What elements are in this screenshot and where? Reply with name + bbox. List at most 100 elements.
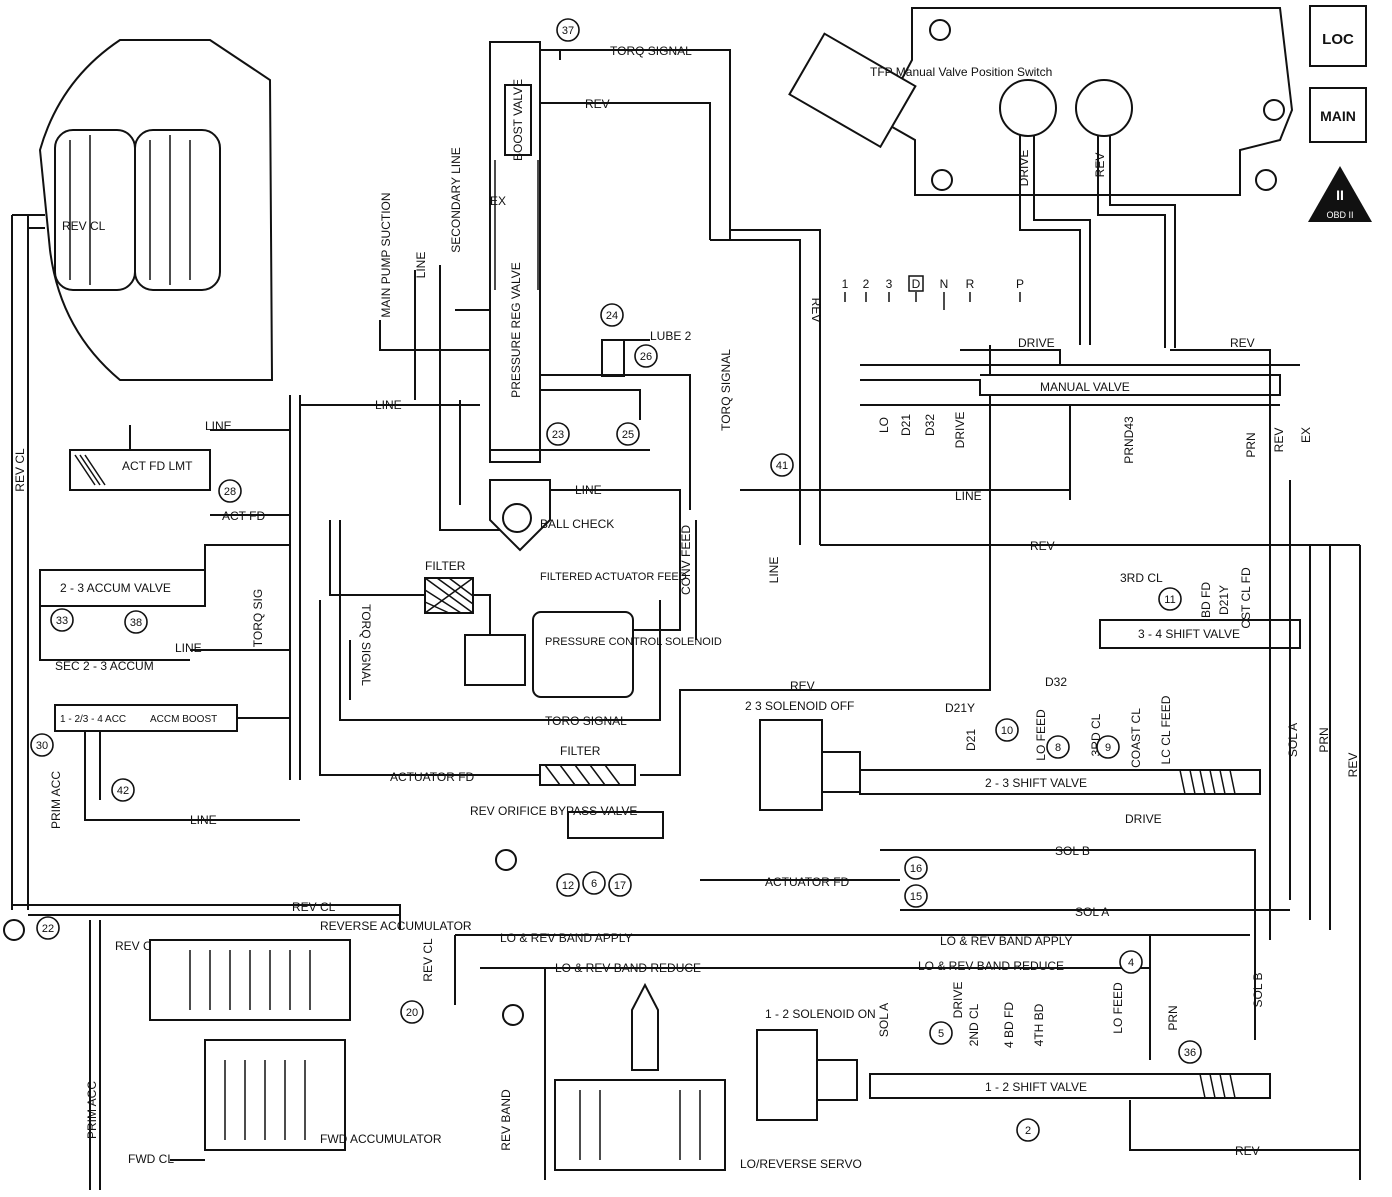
accum-23-valve: 2 - 3 ACCUM VALVE	[39, 569, 206, 607]
tfp-rev-label: REV	[1093, 153, 1107, 178]
rev-manual-label: REV	[1230, 336, 1255, 350]
c28: 28	[218, 479, 242, 503]
prn-manual-label: PRN	[1244, 432, 1258, 457]
pos-p: P	[1016, 277, 1024, 291]
d21-manual-label: D21	[899, 414, 913, 436]
prim-acc-lower-label: PRIM ACC	[85, 1081, 99, 1139]
c5: 5	[929, 1021, 953, 1045]
c30-label: 30	[36, 740, 48, 752]
c16-label: 16	[910, 863, 922, 875]
sol-a-mid-label: SOL A	[1075, 905, 1109, 919]
line-right-label: LINE	[955, 489, 982, 503]
lo-rev-reduce-right-label: LO & REV BAND REDUCE	[918, 959, 1064, 973]
c37-label: 37	[562, 25, 574, 37]
line-vertical-label: LINE	[414, 252, 428, 279]
secondary-line-label: SECONDARY LINE	[449, 147, 463, 253]
torq-signal-vertical-label: TORQ SIGNAL	[719, 349, 733, 431]
drive-12-label: DRIVE	[951, 982, 965, 1019]
d32-label: D32	[1045, 675, 1067, 689]
c6: 6	[582, 871, 606, 895]
d32-manual-label: D32	[923, 414, 937, 436]
ex-manual-label: EX	[1299, 427, 1313, 443]
c38: 38	[124, 610, 148, 634]
c41-label: 41	[776, 460, 788, 472]
c20-label: 20	[406, 1007, 418, 1019]
ex-boost-label: EX	[490, 194, 506, 208]
rev-cl-drum-label: REV CL	[62, 219, 106, 233]
c22: 22	[36, 916, 60, 940]
line-vert-right-label: LINE	[767, 557, 781, 584]
sol-a-right-label: SOL A	[1286, 723, 1300, 757]
solenoid-12-label: 1 - 2 SOLENOID ON	[765, 1007, 876, 1021]
prim-acc-label: PRIM ACC	[49, 771, 63, 829]
d21y-34-label: D21Y	[1217, 585, 1231, 615]
toro-signal-label: TORO SIGNAL	[545, 714, 627, 728]
line-accum-label: LINE	[175, 641, 202, 655]
c11-label: 11	[1164, 594, 1175, 606]
rev-cl-left-label: REV CL	[13, 448, 27, 492]
solenoid-23: 2 3 SOLENOID OFF	[745, 699, 861, 811]
c8-label: 8	[1055, 742, 1061, 754]
rev-manual-vert-label: REV	[1272, 428, 1286, 453]
rev-cl-accum-label: REV CL	[115, 939, 159, 953]
act-fd-label: ACT FD	[222, 509, 265, 523]
c28-label: 28	[224, 486, 236, 498]
ball-check-label-1: BALL CHECK	[540, 517, 614, 531]
reverse-accumulator	[149, 939, 351, 1021]
c23: 23	[546, 422, 570, 446]
pos-1: 1	[842, 277, 849, 291]
sol-b-mid-label: SOL B	[1055, 844, 1090, 858]
line-act-label: LINE	[205, 419, 232, 433]
c23-label: 23	[552, 429, 564, 441]
line-mid-label: LINE	[575, 483, 602, 497]
solenoid-23-label: 2 3 SOLENOID OFF	[745, 699, 854, 713]
c38-label: 38	[130, 617, 142, 629]
rev-right-label: REV	[1030, 539, 1055, 553]
c2: 2	[1016, 1118, 1040, 1142]
c9: 9	[1096, 735, 1120, 759]
obd-badge: II OBD II	[1308, 166, 1372, 222]
cst-cl-fd-label: CST CL FD	[1239, 567, 1253, 629]
third-cl-34-label: 3RD CL	[1120, 571, 1163, 585]
c26: 26	[634, 344, 658, 368]
lo-feed-12-label: LO FEED	[1111, 982, 1125, 1034]
act-fd-lmt-valve: ACT FD LMT	[69, 449, 211, 491]
fwd-accumulator	[204, 1039, 346, 1151]
bd-fd-4-label: 4 BD FD	[1002, 1002, 1016, 1048]
bd-fd-34-label: BD FD	[1199, 582, 1213, 618]
loc-badge-text: LOC	[1322, 31, 1354, 48]
torq-signal-left-label: TORQ SIGNAL	[359, 604, 373, 686]
torq-signal-top-label: TORQ SIGNAL	[610, 44, 692, 58]
rev-cl-horiz-label: REV CL	[292, 900, 336, 914]
accm-boost-label: ACCM BOOST	[150, 714, 217, 725]
c41: 41	[770, 453, 794, 477]
c33-label: 33	[56, 615, 68, 627]
c5-label: 5	[938, 1028, 944, 1040]
gear-positions: 1 2 3 D N R P	[842, 275, 1024, 310]
rev-top-label: REV	[585, 97, 610, 111]
lo-rev-apply-right-label: LO & REV BAND APPLY	[940, 934, 1073, 948]
rev-far-right-label: REV	[1346, 753, 1360, 778]
tfp-switch-title: TFP Manual Valve Position Switch	[870, 65, 1052, 79]
pos-r: R	[966, 277, 975, 291]
c8: 8	[1046, 735, 1070, 759]
lo-feed-23-label: LO FEED	[1034, 709, 1048, 761]
pressure-control-solenoid: PRESSURE CONTROL SOLENOID	[464, 611, 722, 698]
main-badge-text: MAIN	[1320, 108, 1356, 124]
rev-mid-label: REV	[790, 679, 815, 693]
shift-23-label: 2 - 3 SHIFT VALVE	[985, 776, 1087, 790]
c15-label: 15	[910, 891, 922, 903]
prn-right-label: PRN	[1317, 727, 1331, 752]
pressure-reg-valve-label: PRESSURE REG VALVE	[509, 262, 523, 398]
lo-rev-reduce-left-label: LO & REV BAND REDUCE	[555, 961, 701, 975]
c17-label: 17	[614, 880, 626, 892]
c22-label: 22	[42, 923, 54, 935]
reverse-accum-label: REVERSE ACCUMULATOR	[320, 919, 472, 933]
c6-label: 6	[591, 878, 597, 890]
coast-cl-label: COAST CL	[1129, 708, 1143, 768]
shift-12-label: 1 - 2 SHIFT VALVE	[985, 1080, 1087, 1094]
c24-label: 24	[606, 310, 618, 322]
act-fd-lmt-label: ACT FD LMT	[122, 459, 193, 473]
accum-23-label: 2 - 3 ACCUM VALVE	[60, 581, 171, 595]
pos-3: 3	[886, 277, 893, 291]
